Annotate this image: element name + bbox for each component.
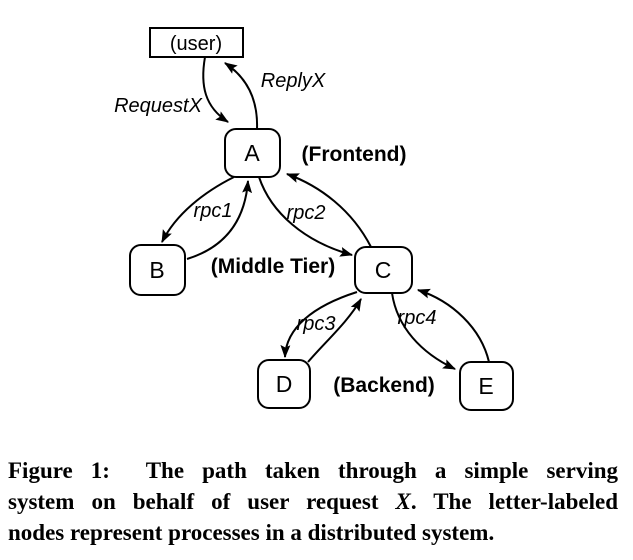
- figure-1-diagram: (user) A B C D E RequestX ReplyX rpc1 rp…: [114, 27, 514, 411]
- edge-request-user-to-a: [202, 56, 229, 123]
- edge-rpc2-a-to-c: [258, 176, 354, 257]
- caption-line-2-tail: . The letter-labeled: [410, 489, 618, 514]
- edge-label-rpc3: rpc3: [297, 313, 336, 335]
- node-user-label: (user): [170, 33, 222, 55]
- edge-rpc3-d-to-c: [307, 298, 362, 363]
- caption-line-2: system on behalf of user request X. The …: [8, 486, 618, 517]
- edge-rpc3-c-to-d: [280, 291, 358, 359]
- caption-line-2-text: system on behalf of user request: [8, 489, 396, 514]
- caption-request-x: X: [395, 489, 411, 514]
- edge-reply-a-to-user: [224, 62, 259, 130]
- edge-rpc2-c-to-a: [285, 173, 372, 248]
- caption-line-3: nodes represent processes in a distribut…: [8, 520, 495, 545]
- tier-label-frontend: (Frontend): [302, 143, 407, 166]
- edge-label-replyx: ReplyX: [261, 70, 326, 92]
- node-d-box: [257, 359, 311, 409]
- node-b-label: B: [149, 257, 164, 283]
- tier-label-backend: (Backend): [333, 374, 435, 397]
- node-e-label: E: [478, 373, 493, 399]
- node-c-box: [354, 246, 413, 294]
- caption-line-1: Figure 1: The path taken through a simpl…: [8, 458, 618, 483]
- node-e-box: [459, 361, 514, 411]
- edge-rpc1-b-to-a: [186, 179, 253, 260]
- node-a-label: A: [244, 140, 260, 166]
- edge-label-requestx: RequestX: [114, 95, 202, 117]
- node-c-label: C: [375, 257, 392, 283]
- node-d-label: D: [276, 371, 293, 397]
- figure-caption: Figure 1: The path taken through a simpl…: [8, 455, 618, 548]
- tier-label-middle-tier: (Middle Tier): [211, 255, 335, 278]
- node-user-box: [149, 27, 244, 58]
- edge-rpc4-c-to-e: [391, 292, 456, 370]
- edge-rpc4-e-to-c: [416, 288, 490, 363]
- node-b-box: [129, 244, 186, 296]
- edge-rpc1-a-to-b: [161, 176, 235, 243]
- edge-label-rpc2: rpc2: [287, 202, 326, 224]
- edge-label-rpc1: rpc1: [194, 200, 233, 222]
- node-a-box: [224, 128, 281, 178]
- edge-label-rpc4: rpc4: [398, 307, 437, 329]
